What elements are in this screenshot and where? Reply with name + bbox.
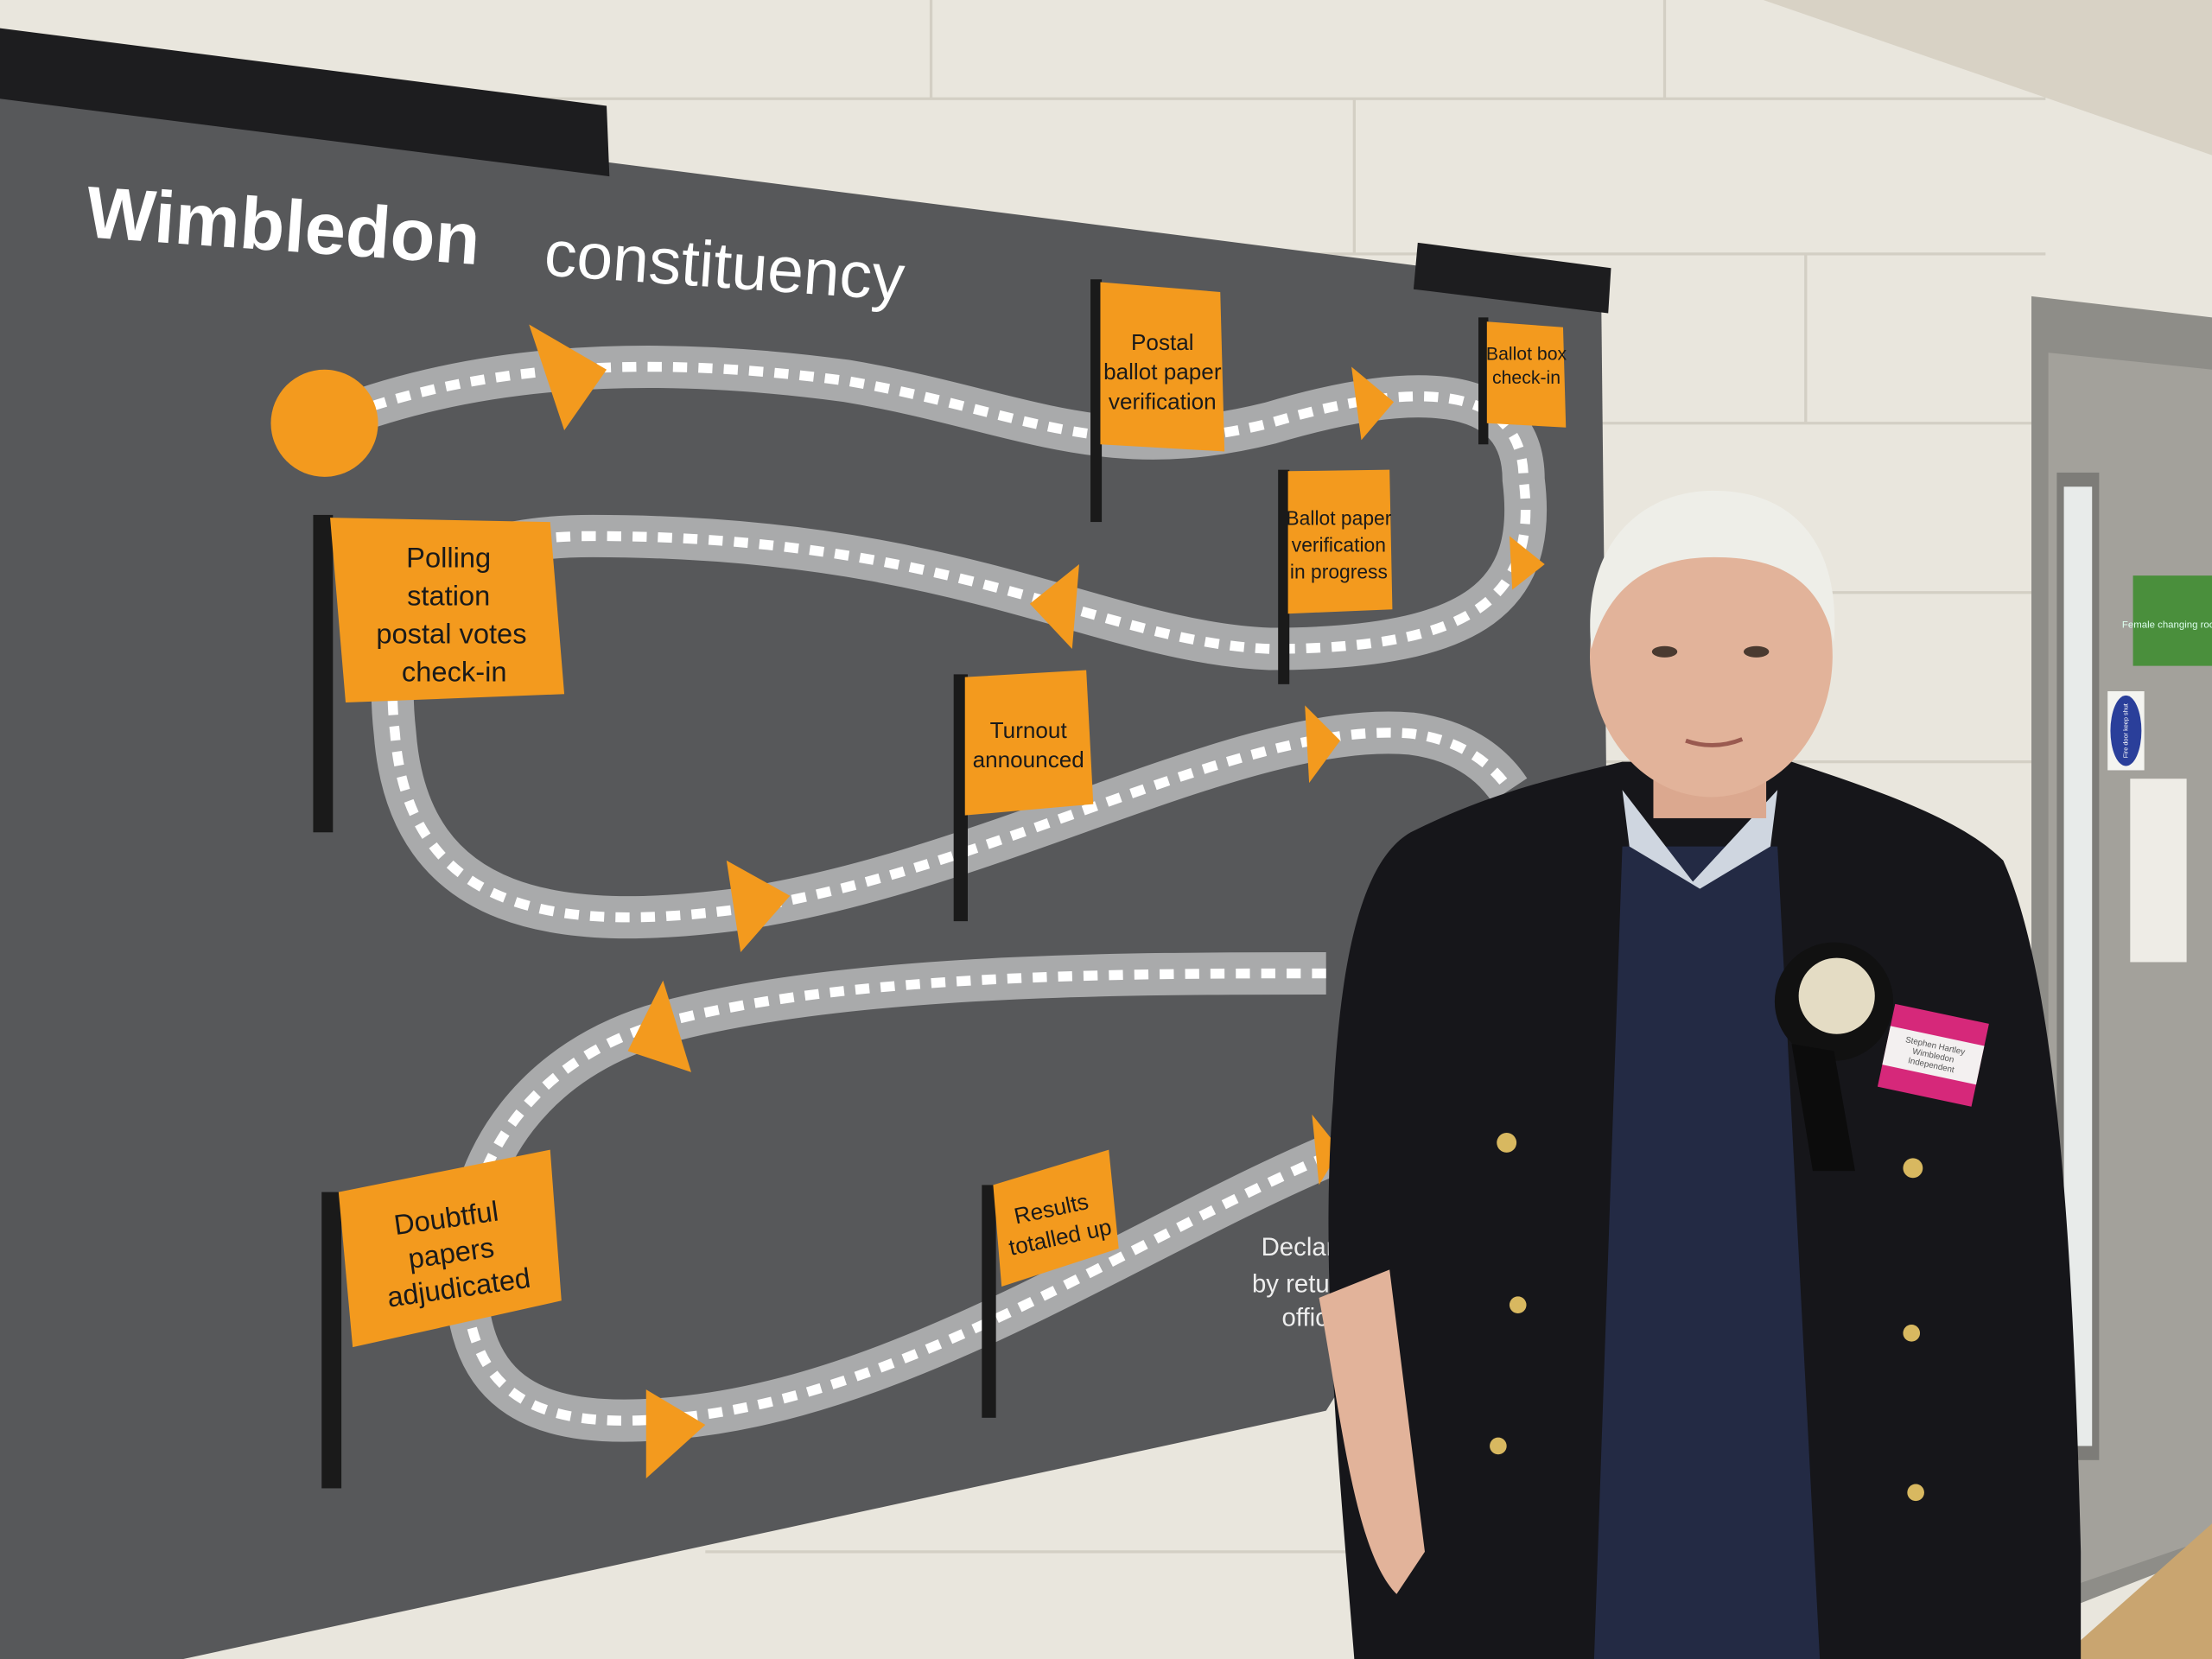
shirt-collar (1622, 790, 1778, 889)
ceiling (1763, 0, 2212, 156)
fire-door-sign-text: Fire door keep shut (2121, 703, 2129, 758)
floor (2059, 1523, 2212, 1659)
flag-doubtful-papers: Doubtfulpapersadjudicated (321, 1149, 562, 1489)
svg-text:Female changing room: Female changing room (2122, 620, 2212, 631)
flag-results-totalled: Resultstotalled up (982, 1149, 1119, 1418)
green-door-sign (2133, 575, 2212, 666)
white-hair (1590, 490, 1835, 650)
man: Stephen HartleyWimbledonIndependent (1319, 490, 2082, 1659)
fire-door-sign (2110, 695, 2142, 766)
tape (0, 28, 610, 177)
start-circle (270, 369, 378, 477)
door: Female changing room Fire door keep shut (2031, 296, 2212, 1623)
direction-arrows (529, 324, 1545, 1479)
notice-paper (2130, 779, 2187, 963)
face (1590, 514, 1833, 798)
jacket-buttons (1490, 1133, 1924, 1502)
name-badge: Stephen HartleyWimbledonIndependent (1877, 1003, 1989, 1107)
tape (1413, 242, 1611, 314)
hand (1319, 1269, 1425, 1594)
sweater (1593, 846, 1821, 1659)
